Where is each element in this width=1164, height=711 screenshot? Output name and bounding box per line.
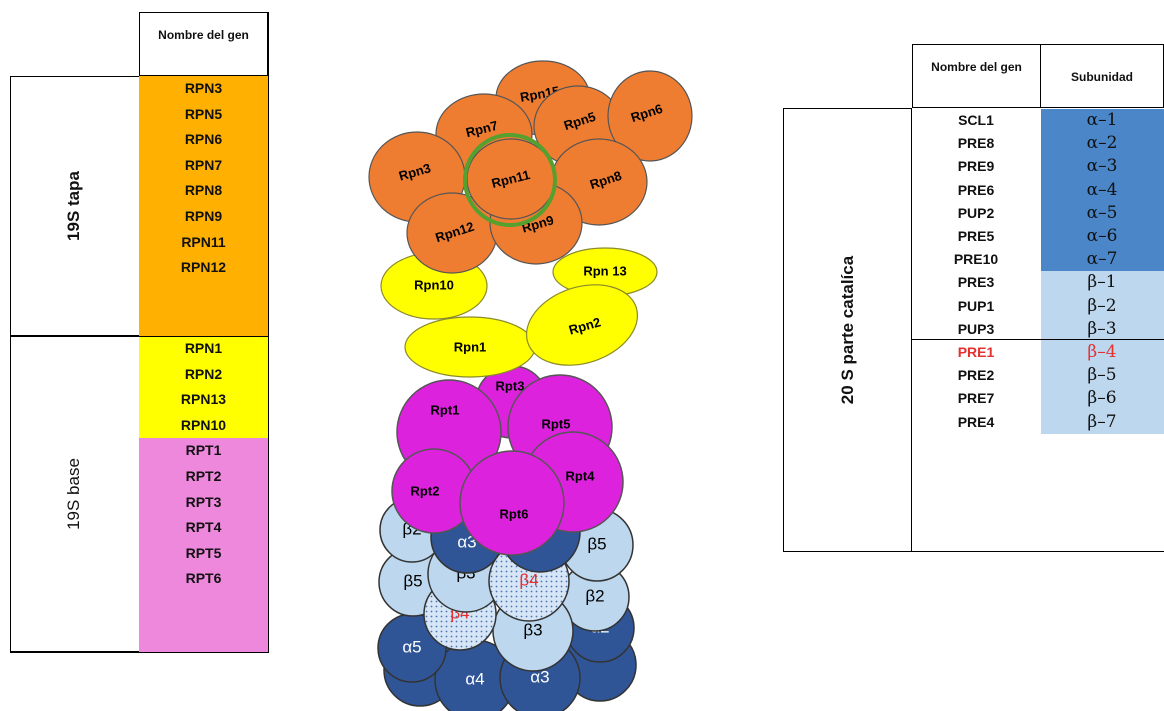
base-rpn1: Rpn1 bbox=[404, 316, 536, 378]
highlight-ring-rpn11 bbox=[463, 133, 557, 227]
svg-text:Rpt6: Rpt6 bbox=[500, 506, 529, 521]
base-rpn2: Rpn2 bbox=[525, 284, 639, 366]
right-header-gene: Nombre del gen bbox=[912, 44, 1041, 108]
base-rpn13: Rpn 13 bbox=[552, 247, 658, 297]
rpt-rpt2: Rpt2 bbox=[391, 448, 477, 534]
right-gene-pup1: PUP1 bbox=[957, 297, 995, 314]
subunit-fill-12 bbox=[1041, 364, 1164, 388]
svg-text:α4: α4 bbox=[465, 669, 484, 688]
right-subunit-12: β–5 bbox=[1087, 365, 1117, 386]
subunit-fill-1 bbox=[1041, 109, 1164, 133]
svg-text:Rpt2: Rpt2 bbox=[411, 483, 440, 498]
svg-text:Rpt1: Rpt1 bbox=[431, 402, 460, 417]
left-table-group-divider bbox=[10, 336, 268, 337]
right-subunit-1: α–1 bbox=[1086, 110, 1118, 130]
right-gene-pup2: PUP2 bbox=[957, 204, 995, 221]
subunit-fill-2 bbox=[1041, 132, 1164, 156]
svg-text:β2: β2 bbox=[585, 586, 604, 605]
right-gene-pup3: PUP3 bbox=[957, 320, 995, 337]
lid-rpn6: Rpn6 bbox=[607, 70, 693, 162]
right-gene-pre3: PRE3 bbox=[957, 274, 995, 291]
subunit-fill-7 bbox=[1041, 248, 1164, 272]
right-subunit-2: α–2 bbox=[1086, 133, 1118, 154]
svg-text:β3: β3 bbox=[523, 620, 542, 639]
right-table-bottom-rule bbox=[783, 551, 1164, 552]
right-table-left-rule bbox=[783, 108, 784, 552]
right-subunit-13: β–6 bbox=[1087, 388, 1117, 409]
right-gene-pre5: PRE5 bbox=[957, 228, 995, 244]
subunit-fill-3 bbox=[1041, 155, 1164, 179]
right-table-alpha-beta-divider bbox=[912, 339, 1164, 340]
svg-text:α5: α5 bbox=[402, 637, 421, 656]
subunit-fill-14 bbox=[1041, 410, 1164, 434]
left-table-top-rule bbox=[10, 76, 139, 77]
right-subunit-8: β–1 bbox=[1087, 272, 1117, 293]
subunit-fill-4 bbox=[1041, 178, 1164, 202]
right-header-subunit: Subunidad bbox=[1040, 44, 1164, 108]
svg-text:β5: β5 bbox=[587, 534, 606, 553]
right-subunit-10: β–3 bbox=[1087, 318, 1117, 339]
svg-text:Rpt5: Rpt5 bbox=[542, 416, 571, 431]
svg-text:Rpn 13: Rpn 13 bbox=[583, 263, 626, 278]
right-gene-scl1: SCL1 bbox=[958, 112, 994, 128]
right-table-gene-rule bbox=[911, 108, 912, 552]
right-gene-pre9: PRE9 bbox=[957, 158, 995, 175]
svg-text:Rpt3: Rpt3 bbox=[496, 378, 525, 393]
svg-text:α3: α3 bbox=[457, 532, 476, 551]
right-gene-pre7: PRE7 bbox=[957, 390, 995, 407]
right-gene-pre2: PRE2 bbox=[957, 367, 995, 384]
subunit-fill-6 bbox=[1041, 225, 1164, 249]
right-subunit-3: α–3 bbox=[1086, 156, 1118, 177]
right-subunit-7: α–7 bbox=[1086, 249, 1118, 270]
lid-rpn12: Rpn12 bbox=[406, 192, 498, 274]
group-label-20s: 20 S parte catalíca bbox=[838, 255, 857, 405]
right-gene-pre8: PRE8 bbox=[957, 135, 995, 152]
right-subunit-5: α–5 bbox=[1086, 202, 1118, 223]
right-table-top-rule bbox=[783, 108, 912, 109]
svg-text:β4: β4 bbox=[519, 570, 538, 589]
subunit-fill-10 bbox=[1041, 317, 1164, 341]
svg-text:Rpn10: Rpn10 bbox=[414, 277, 454, 292]
right-gene-pre4: PRE4 bbox=[957, 413, 995, 430]
subunit-fill-13 bbox=[1041, 387, 1164, 411]
svg-text:α3: α3 bbox=[530, 667, 549, 686]
svg-text:Rpt4: Rpt4 bbox=[566, 468, 596, 483]
rpt-rpt6: Rpt6 bbox=[459, 450, 565, 556]
svg-text:Rpn1: Rpn1 bbox=[454, 339, 487, 354]
right-subunit-14: β–7 bbox=[1087, 411, 1117, 432]
right-subunit-9: β–2 bbox=[1087, 295, 1117, 316]
subunit-fill-8 bbox=[1041, 271, 1164, 295]
right-subunit-11: β–4 bbox=[1087, 342, 1117, 362]
left-table-bottom-rule bbox=[10, 652, 268, 653]
right-gene-pre1: PRE1 bbox=[957, 344, 995, 360]
right-subunit-4: α–4 bbox=[1086, 179, 1118, 200]
subunit-fill-5 bbox=[1041, 201, 1164, 225]
subunit-fill-11 bbox=[1041, 341, 1164, 365]
right-gene-pre10: PRE10 bbox=[953, 251, 999, 268]
right-subunit-6: α–6 bbox=[1086, 226, 1118, 246]
left-table-right-rule bbox=[268, 12, 269, 653]
subunit-fill-9 bbox=[1041, 294, 1164, 318]
lid-rpn11: Rpn11 bbox=[466, 138, 556, 220]
right-gene-pre6: PRE6 bbox=[957, 181, 995, 198]
svg-text:β5: β5 bbox=[403, 571, 422, 590]
